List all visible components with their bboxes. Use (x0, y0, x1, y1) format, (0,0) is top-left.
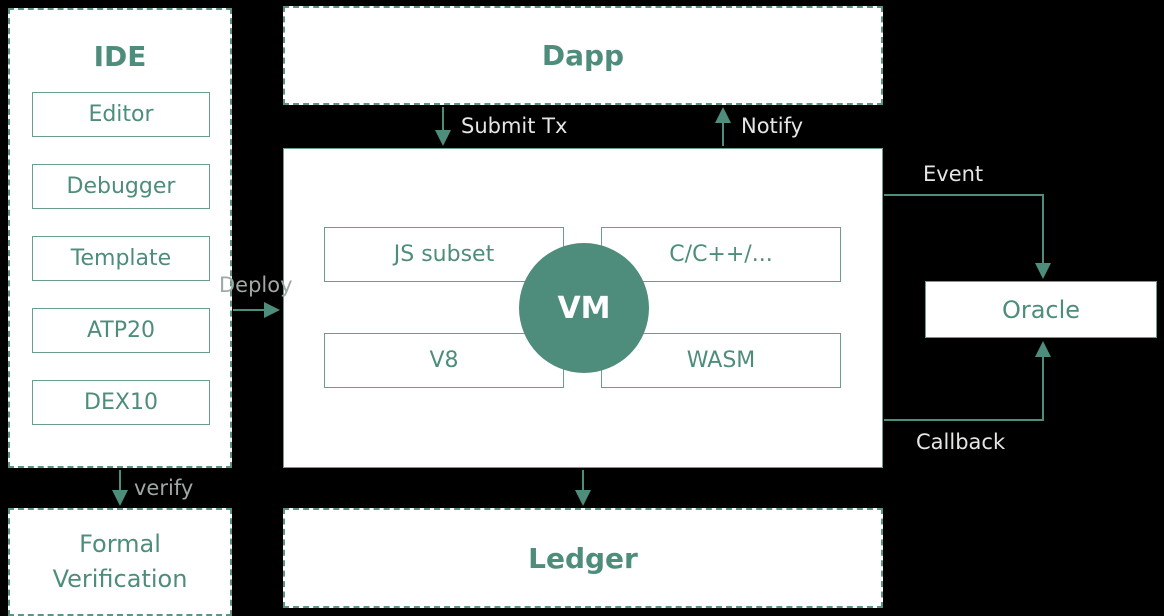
notify-label: Notify (741, 114, 804, 138)
formal-verification-box: Formal Verification (8, 508, 232, 616)
callback-arrow (884, 341, 1051, 421)
oracle-box: Oracle (925, 281, 1157, 338)
event-label: Event (923, 162, 984, 186)
verify-label: verify (134, 476, 194, 500)
ide-item-atp20: ATP20 (32, 308, 210, 353)
dapp-title: Dapp (541, 39, 625, 72)
vm-module-wasm: WASM (601, 333, 841, 388)
vm-box: JS subset C/C++/... V8 WASM VM (283, 148, 883, 468)
ide-item-dex10: DEX10 (32, 380, 210, 425)
ide-box: IDE Editor Debugger Template ATP20 DEX10 (8, 8, 232, 468)
dapp-box: Dapp (283, 6, 883, 105)
callback-label: Callback (916, 430, 1006, 454)
vm-module-js-subset: JS subset (324, 227, 564, 282)
ledger-box: Ledger (283, 508, 883, 608)
event-arrow (884, 194, 1051, 279)
vm-circle: VM (519, 243, 649, 373)
ledger-title: Ledger (528, 541, 638, 575)
deploy-label: Deploy (219, 273, 293, 297)
formal-verification-title: Formal Verification (52, 530, 188, 593)
ide-title: IDE (93, 40, 147, 73)
vm-module-c-cpp: C/C++/... (601, 227, 841, 282)
ide-item-editor: Editor (32, 92, 210, 137)
vm-module-v8: V8 (324, 333, 564, 388)
submit-tx-label: Submit Tx (461, 114, 568, 138)
ide-item-template: Template (32, 236, 210, 281)
ide-item-debugger: Debugger (32, 164, 210, 209)
